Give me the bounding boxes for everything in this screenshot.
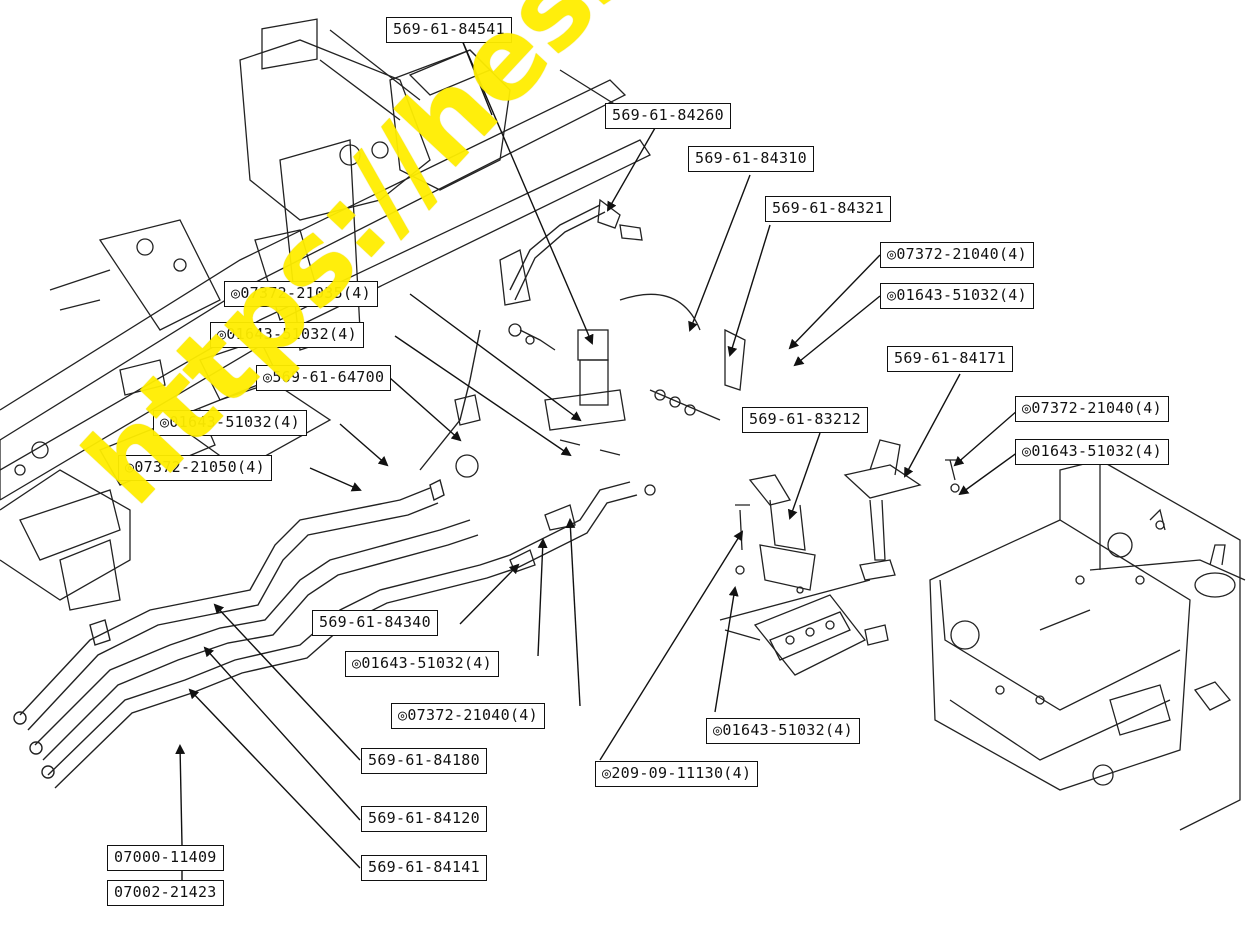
callout-07372-21035: ◎07372-21035(4) bbox=[224, 281, 378, 307]
center-fittings bbox=[454, 198, 746, 573]
valve-assembly bbox=[719, 439, 962, 676]
callout-07002-21423: 07002-21423 bbox=[107, 880, 224, 906]
callout-07372-21040-c: ◎07372-21040(4) bbox=[391, 703, 545, 729]
callout-07372-21050: ◎07372-21050(4) bbox=[118, 455, 272, 481]
right-housing bbox=[929, 459, 1246, 831]
callout-569-61-84171: 569-61-84171 bbox=[887, 346, 1013, 372]
callout-01643-51032-e: ◎01643-51032(4) bbox=[345, 651, 499, 677]
callout-07372-21040-b: ◎07372-21040(4) bbox=[1015, 396, 1169, 422]
callout-569-61-84340: 569-61-84340 bbox=[312, 610, 438, 636]
callout-569-61-84541: 569-61-84541 bbox=[386, 17, 512, 43]
callout-07372-21040-a: ◎07372-21040(4) bbox=[880, 242, 1034, 268]
callout-569-61-64700: ◎569-61-64700 bbox=[256, 365, 392, 391]
callout-01643-51032-c: ◎01643-51032(4) bbox=[153, 410, 307, 436]
callout-569-61-84141: 569-61-84141 bbox=[361, 855, 487, 881]
callout-01643-51032-a: ◎01643-51032(4) bbox=[880, 283, 1034, 309]
callout-569-61-84260: 569-61-84260 bbox=[605, 103, 731, 129]
callout-01643-51032-b: ◎01643-51032(4) bbox=[210, 322, 364, 348]
callout-01643-51032-d: ◎01643-51032(4) bbox=[1015, 439, 1169, 465]
callout-07000-11409: 07000-11409 bbox=[107, 845, 224, 871]
callout-569-61-84180: 569-61-84180 bbox=[361, 748, 487, 774]
callout-569-61-84120: 569-61-84120 bbox=[361, 806, 487, 832]
leader-lines bbox=[175, 39, 1019, 880]
callout-569-61-83212: 569-61-83212 bbox=[742, 407, 868, 433]
callout-209-09-11130: ◎209-09-11130(4) bbox=[595, 761, 759, 787]
callout-01643-51032-f: ◎01643-51032(4) bbox=[706, 718, 860, 744]
callout-569-61-84310: 569-61-84310 bbox=[688, 146, 814, 172]
callout-569-61-84321: 569-61-84321 bbox=[765, 196, 891, 222]
